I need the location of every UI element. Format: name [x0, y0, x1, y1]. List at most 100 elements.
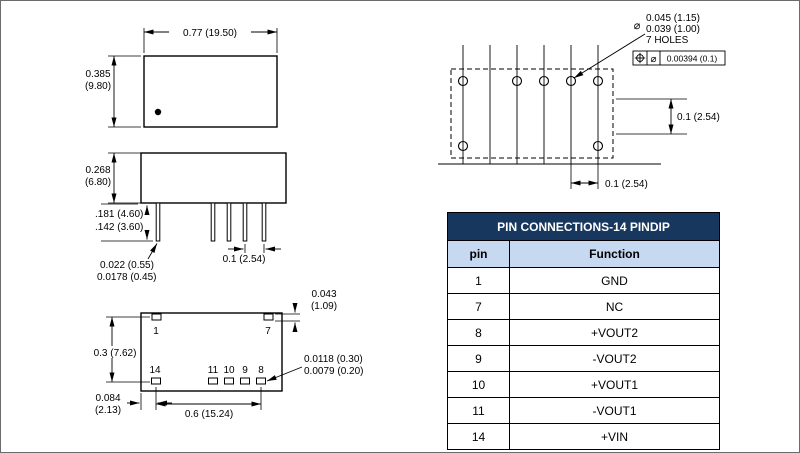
table-row: 1 GND	[447, 267, 720, 294]
pin-cell: 8	[447, 319, 510, 346]
table-row: 11 -VOUT1	[447, 397, 720, 424]
hole	[592, 140, 604, 152]
function-cell: NC	[509, 293, 720, 320]
pin-cell: 14	[447, 423, 510, 450]
dim-label-backing	[169, 25, 251, 38]
pad-8	[256, 377, 266, 385]
dim-body-height-in: 0.268	[85, 165, 110, 176]
pad-10	[224, 377, 234, 385]
function-cell: -VOUT1	[509, 397, 720, 424]
feature-control-frame	[632, 50, 726, 66]
dim-edge-offset-mm: (2.13)	[95, 405, 121, 416]
dim-col-pitch: 0.1 (2.54)	[605, 179, 648, 190]
table-row: 7 NC	[447, 293, 720, 320]
extension-lines	[101, 203, 153, 242]
pad-9	[240, 377, 250, 385]
pin-cell: 10	[447, 371, 510, 398]
pad-11	[208, 377, 218, 385]
leader-line	[147, 243, 158, 260]
function-cell: -VOUT2	[509, 345, 720, 372]
diameter-icon: ⌀	[650, 54, 656, 65]
package-side-outline	[140, 152, 287, 204]
pcb-hole-pattern: ⌀ 0.045 (1.15) 0.039 (1.00) 7 HOLES ⌀ 0.…	[438, 13, 726, 190]
table-row: 10 +VOUT1	[447, 371, 720, 398]
dim-row-pitch: 0.1 (2.54)	[677, 112, 720, 123]
dim-pad-length-mm: (1.09)	[311, 301, 337, 312]
hole	[457, 75, 469, 87]
pin-label-10: 10	[223, 365, 235, 376]
table-row: 9 -VOUT2	[447, 345, 720, 372]
pad-7	[263, 313, 274, 321]
extension-lines	[108, 152, 141, 204]
solder-pads	[151, 313, 274, 385]
dim-pin-span: 0.6 (15.24)	[185, 409, 233, 420]
pin-cell: 9	[447, 345, 510, 372]
dim-edge-offset-in: 0.084	[95, 393, 120, 404]
position-tolerance-value: 0.00394 (0.1)	[667, 54, 718, 64]
hole	[565, 75, 577, 87]
dim-lead-pitch: 0.1 (2.54)	[223, 254, 266, 265]
extension-lines	[570, 164, 599, 189]
pad-14	[151, 377, 161, 385]
dim-package-depth-mm: (9.80)	[85, 81, 111, 92]
frame-dividers	[646, 51, 661, 65]
dim-body-height-mm: (6.80)	[85, 177, 111, 188]
pin-number-labels: 1 7 14 11 10 9 8	[149, 326, 271, 376]
table-row: 8 +VOUT2	[447, 319, 720, 346]
pin-cell: 11	[447, 397, 510, 424]
position-tolerance-frame: ⌀ 0.00394 (0.1)	[632, 50, 726, 66]
dim-lead-width-max: 0.022 (0.55)	[100, 260, 154, 271]
function-cell: +VOUT2	[509, 319, 720, 346]
side-view: 0.268 (6.80) .181 (4.60) .142 (3.60) 0.0…	[85, 152, 287, 283]
dim-pad-length-in: 0.043	[311, 289, 336, 300]
dim-lead-width-min: 0.0178 (0.45)	[97, 272, 157, 283]
dim-package-depth-in: 0.385	[85, 69, 110, 80]
pin-lead	[210, 202, 216, 242]
dim-pad-width-max: 0.0118 (0.30)	[304, 354, 363, 365]
pin-lead	[226, 202, 232, 242]
hole	[511, 75, 523, 87]
extension-lines	[244, 244, 265, 253]
pad-1	[151, 313, 162, 321]
pin1-indicator-dot	[154, 108, 162, 116]
mounting-holes	[457, 75, 604, 152]
hole-count-note: 7 HOLES	[646, 35, 689, 46]
dim-hole-diameter-min: 0.039 (1.00)	[646, 24, 700, 35]
leader-line	[266, 366, 303, 382]
hole	[457, 140, 469, 152]
pin-leads	[155, 202, 267, 242]
pin-label-7: 7	[265, 326, 271, 337]
module-outline-dashed	[450, 68, 614, 159]
pin-lead	[155, 202, 161, 242]
hole	[592, 75, 604, 87]
table-row: 14 +VIN	[447, 423, 720, 450]
extension-lines	[616, 98, 687, 135]
pin-cell: 1	[447, 267, 510, 294]
pin-lead	[242, 202, 248, 242]
top-view: 0.77 (19.50) 0.385 (9.80)	[85, 25, 278, 128]
function-cell: GND	[509, 267, 720, 294]
pin-label-9: 9	[242, 365, 248, 376]
function-cell: +VIN	[509, 423, 720, 450]
extension-lines	[275, 313, 300, 322]
function-cell: +VOUT1	[509, 371, 720, 398]
dim-label-backing	[91, 346, 140, 358]
leader-line	[573, 33, 646, 79]
bottom-view: 1 7 14 11 10 9 8 0.043 (1.09) 0.3 (7.62)…	[91, 289, 364, 420]
dim-row-spacing: 0.3 (7.62)	[94, 348, 137, 359]
pin-label-14: 14	[149, 365, 161, 376]
extension-lines	[108, 55, 141, 128]
pin-label-8: 8	[258, 365, 264, 376]
dim-lead-length-min: .142 (3.60)	[95, 222, 143, 233]
dim-pad-width-min: 0.0079 (0.20)	[304, 366, 364, 377]
diameter-icon: ⌀	[634, 19, 641, 32]
centerlines	[438, 45, 661, 165]
pin-label-11: 11	[208, 365, 219, 376]
pin-table-title: PIN CONNECTIONS-14 PINDIP	[447, 212, 720, 241]
pin-label-1: 1	[153, 326, 159, 337]
dim-package-width: 0.77 (19.50)	[183, 28, 237, 39]
pin-column-header: pin	[447, 240, 510, 268]
dim-lead-length-max: .181 (4.60)	[95, 209, 143, 220]
